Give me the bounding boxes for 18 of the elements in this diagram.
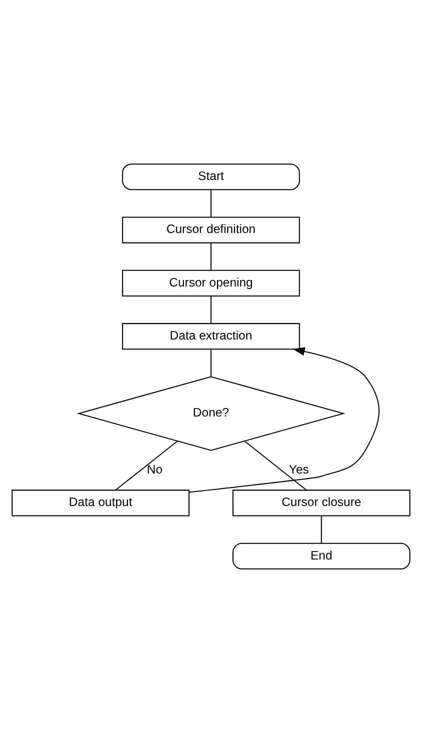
- connector: [210, 190, 212, 218]
- connector: [244, 440, 307, 490]
- node-box: Cursor opening: [122, 270, 300, 296]
- connector: [210, 296, 212, 324]
- node-box: Cursor definition: [122, 216, 300, 244]
- node-box: End: [232, 542, 410, 570]
- connector: [320, 516, 322, 544]
- arrow: [189, 347, 380, 493]
- edge-label: No: [146, 462, 163, 476]
- node-box: Data output: [12, 490, 190, 516]
- node-box: Start: [122, 164, 300, 190]
- node-box: Data extraction: [122, 323, 300, 350]
- node-diamond: Done?: [76, 376, 346, 451]
- connector: [115, 440, 178, 490]
- connector: [210, 242, 212, 270]
- node-box: Cursor closure: [232, 490, 410, 516]
- edge-label: Yes: [288, 462, 309, 476]
- connector: [210, 349, 212, 376]
